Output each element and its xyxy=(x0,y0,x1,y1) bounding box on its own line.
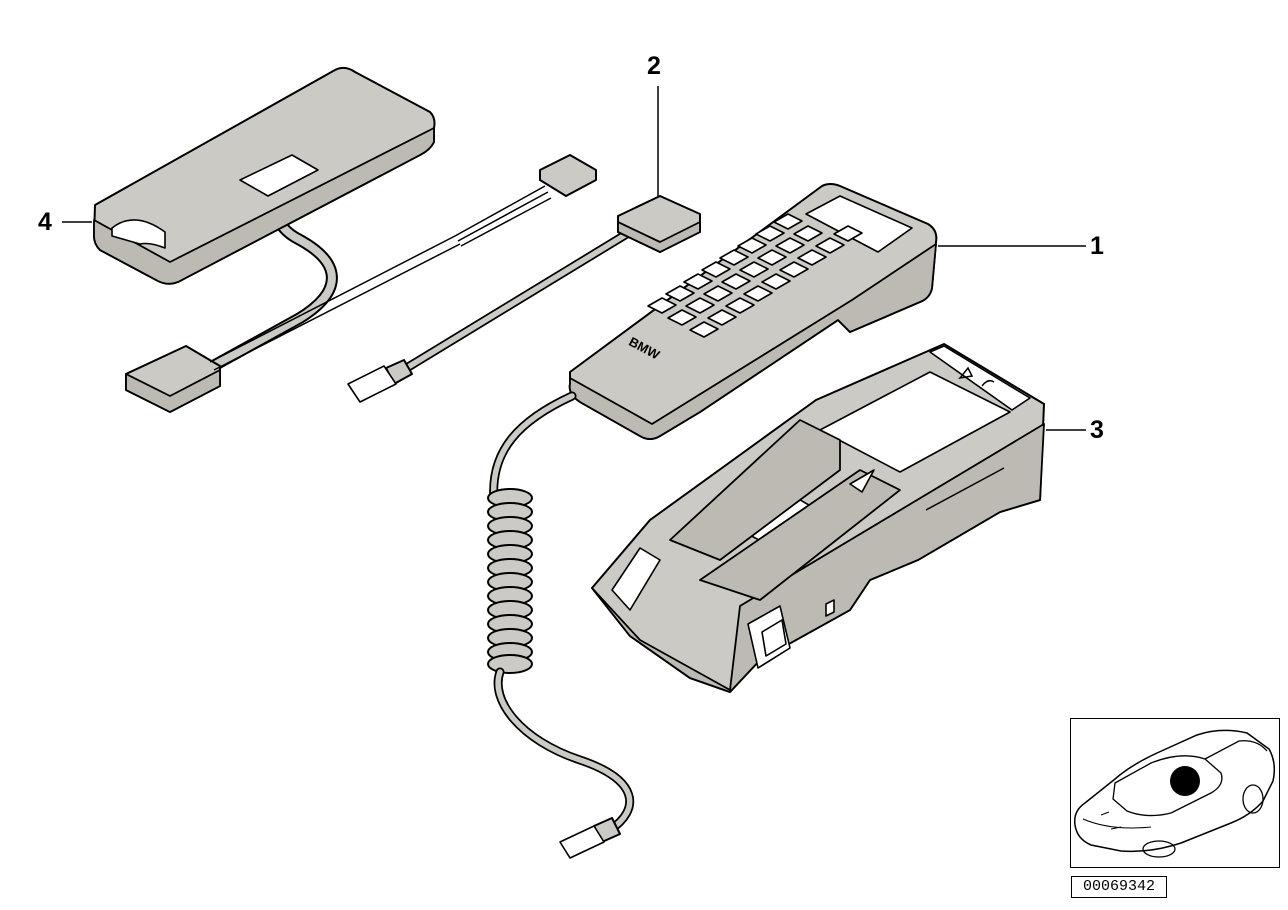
part-1-coiled-cord xyxy=(487,391,635,859)
car-outline xyxy=(1073,729,1276,858)
leader-lines xyxy=(62,86,1086,431)
part-4-connector xyxy=(125,345,221,413)
callout-1: 1 xyxy=(1090,232,1104,260)
part-4-signal-cable xyxy=(209,154,597,371)
handset-keypad xyxy=(647,213,863,338)
part-3-cradle xyxy=(591,343,1045,693)
vehicle-location-thumbnail xyxy=(1070,718,1280,868)
diagram-id-label: 00069342 xyxy=(1071,876,1167,898)
part-4-coupler-module xyxy=(93,66,436,371)
part-2-cable xyxy=(347,195,701,403)
callout-2: 2 xyxy=(647,52,661,80)
part-1-handset: BMW xyxy=(568,183,938,440)
callout-3: 3 xyxy=(1090,416,1104,444)
location-marker-icon xyxy=(1170,766,1200,796)
callout-4: 4 xyxy=(38,208,52,236)
